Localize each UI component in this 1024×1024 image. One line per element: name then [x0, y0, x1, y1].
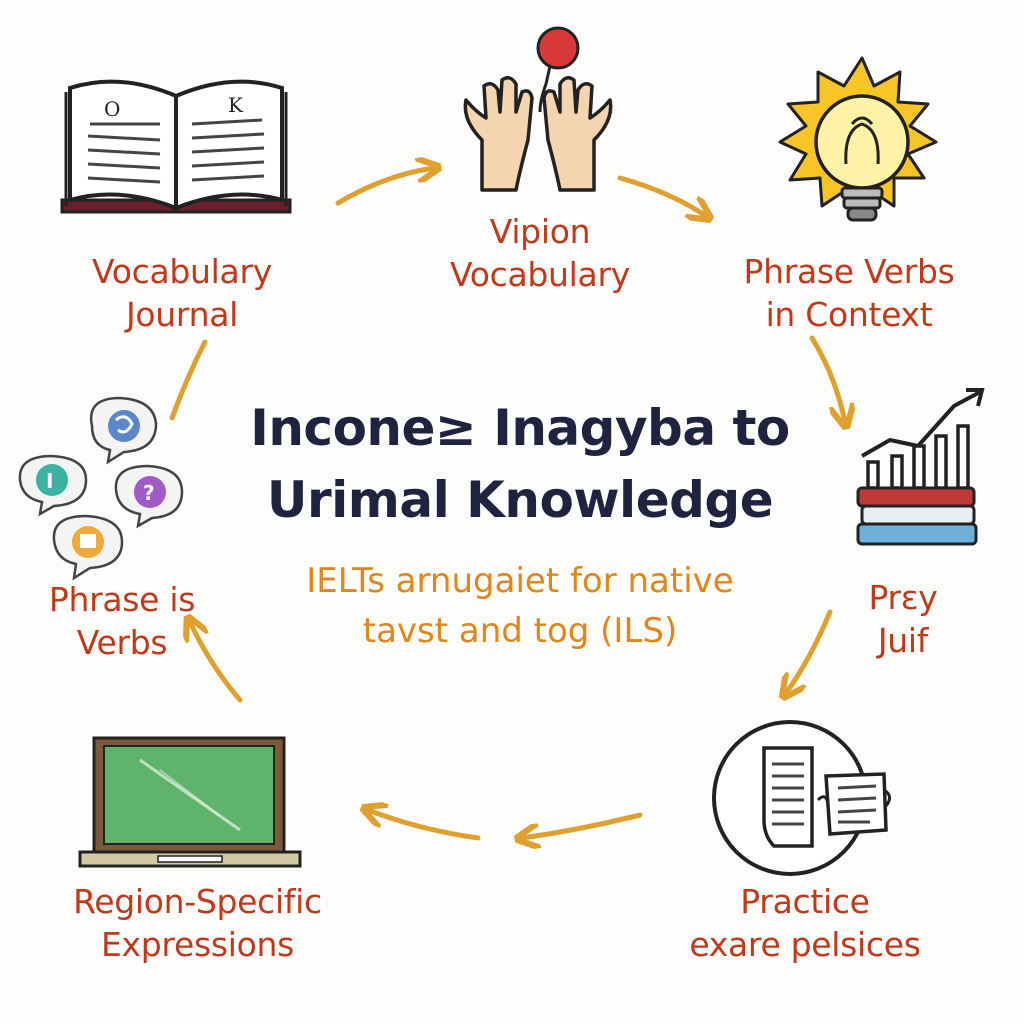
bubble-glyph-question: ?	[143, 481, 155, 505]
center-subtitle-line: IELTs arnugaiet for native	[306, 561, 734, 601]
node-label-line: Expressions	[100, 925, 295, 964]
node-label-line: Vocabulary	[92, 252, 272, 291]
node-label-vocabulary-journal: Vocabulary Journal	[62, 250, 302, 336]
node-label-phrase-is-verbs: Phrase is Verbs	[22, 578, 222, 664]
speech-bubbles-icon: I ?	[18, 396, 184, 581]
node-label-line: Vocabulary	[450, 255, 630, 294]
arrow-practice-to-region-b	[368, 810, 481, 841]
node-label-prey-juif: Prɛy Juif	[838, 576, 968, 662]
center-title-line: Incone≥ Inagyba to	[250, 399, 790, 457]
node-label-line: Vipion	[489, 212, 591, 251]
node-label-line: Practice	[740, 882, 870, 921]
hands-ball-icon	[463, 26, 613, 192]
cycle-arrows	[169, 168, 845, 841]
arrow-phrase-to-journal	[169, 339, 208, 421]
node-label-practice: Practice exare pelsices	[660, 880, 950, 966]
center-title-line: Urimal Knowledge	[266, 471, 774, 529]
node-label-line: Region-Specific	[73, 882, 322, 921]
node-label-vipion-vocabulary: Vipion Vocabulary	[420, 210, 660, 296]
node-label-line: exare pelsices	[689, 925, 921, 964]
lightbulb-icon	[778, 56, 938, 222]
growth-books-icon	[856, 388, 985, 546]
center-title: Incone≥ Inagyba to Urimal Knowledge	[190, 392, 850, 536]
node-label-phrase-verbs-context: Phrase Verbs in Context	[718, 250, 980, 336]
node-label-line: Juif	[877, 621, 929, 660]
book-letter-left: O	[104, 97, 120, 121]
arrow-vipion-to-bulb	[617, 175, 706, 216]
arrow-growth-to-practice	[786, 609, 833, 693]
bubble-glyph-i: I	[46, 469, 53, 493]
node-label-line: Prɛy	[868, 578, 938, 617]
node-label-line: Phrase is	[48, 580, 196, 619]
node-label-line: Verbs	[76, 623, 168, 662]
node-label-region-specific: Region-Specific Expressions	[40, 880, 355, 966]
node-label-line: Phrase Verbs	[743, 252, 955, 291]
node-label-line: Journal	[125, 295, 239, 334]
center-subtitle: IELTs arnugaiet for native tavst and tog…	[200, 556, 840, 656]
arrow-practice-to-region-a	[522, 812, 643, 838]
node-label-line: in Context	[765, 295, 933, 334]
center-subtitle-line: tavst and tog (ILS)	[362, 611, 678, 651]
chalkboard-icon	[78, 736, 302, 868]
open-book-icon: O K	[60, 79, 292, 214]
documents-icon	[712, 720, 891, 876]
book-letter-right: K	[228, 93, 244, 117]
arrow-bulb-to-growth	[809, 335, 845, 422]
arrow-journal-to-vipion	[335, 168, 434, 206]
arrow-region-to-phrase	[190, 622, 243, 703]
